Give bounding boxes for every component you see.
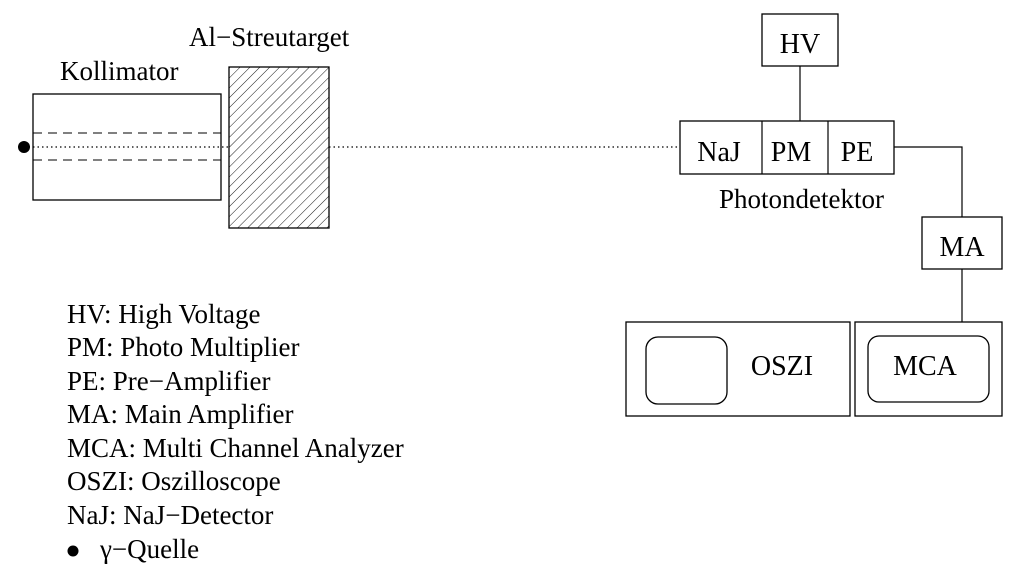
legend-item-source: γ−Quelle <box>99 534 199 564</box>
legend-item-mca: MCA: Multi Channel Analyzer <box>67 433 404 463</box>
oszi-screen <box>645 336 728 405</box>
legend-source-dot <box>67 545 79 557</box>
collimator-label: Kollimator <box>60 56 178 86</box>
pm-label: PM <box>771 137 812 168</box>
legend-item-hv: HV: High Voltage <box>67 299 261 329</box>
target-label: Al−Streutarget <box>189 22 350 52</box>
mca-label: MCA <box>893 351 958 382</box>
oszi-label: OSZI <box>751 351 813 382</box>
legend-item-ma: MA: Main Amplifier <box>67 399 293 429</box>
legend-item-pm: PM: Photo Multiplier <box>67 332 300 362</box>
legend: HV: High Voltage PM: Photo Multiplier PE… <box>67 299 404 564</box>
hv-box <box>761 13 839 67</box>
legend-item-oszi: OSZI: Oszilloscope <box>67 466 281 496</box>
naj-label: NaJ <box>697 137 741 168</box>
hv-label: HV <box>780 29 820 60</box>
legend-item-naj: NaJ: NaJ−Detector <box>67 500 273 530</box>
detector-label: Photondetektor <box>719 184 884 214</box>
mca-screen <box>867 335 990 403</box>
collimator <box>32 93 222 201</box>
ma-label: MA <box>939 232 985 263</box>
pe-to-ma-wire <box>894 146 963 217</box>
photon-detector <box>679 120 895 175</box>
scatter-target <box>228 66 330 229</box>
legend-item-pe: PE: Pre−Amplifier <box>67 366 270 396</box>
pe-label: PE <box>841 137 874 168</box>
